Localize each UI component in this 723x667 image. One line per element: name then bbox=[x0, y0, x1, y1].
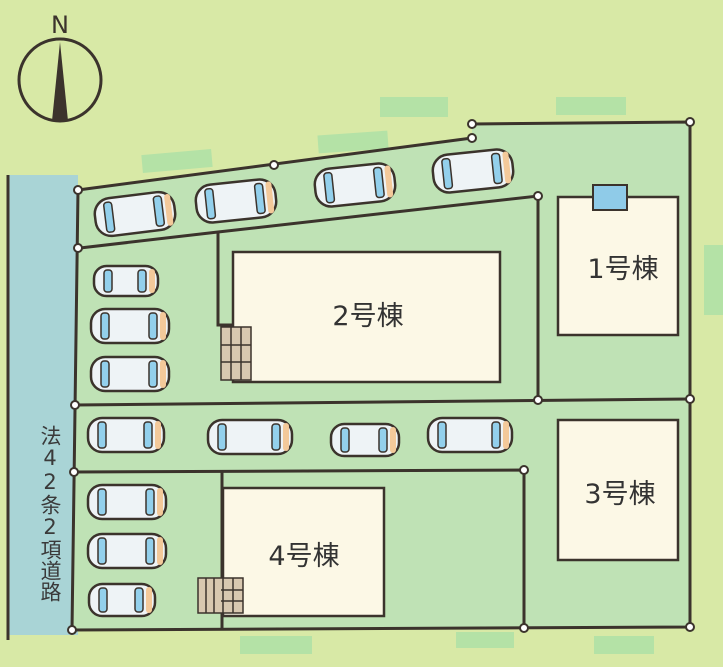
boundary-markers bbox=[67, 117, 695, 635]
compass-icon: N bbox=[17, 11, 103, 123]
car-icon bbox=[87, 582, 157, 618]
building-3 bbox=[556, 418, 680, 562]
car-icon bbox=[426, 416, 514, 454]
car-icon bbox=[86, 483, 168, 521]
road bbox=[8, 175, 78, 635]
car-icon bbox=[329, 422, 401, 458]
water-tank-icon bbox=[592, 184, 628, 211]
car-icon bbox=[86, 416, 166, 454]
car-icon bbox=[89, 355, 171, 393]
deck-4 bbox=[197, 577, 244, 614]
deck-2 bbox=[220, 326, 252, 381]
building-4-label: 4号棟 bbox=[268, 541, 339, 572]
buildings bbox=[221, 195, 680, 618]
car-icon bbox=[86, 532, 168, 570]
car-icon bbox=[313, 162, 397, 208]
car-icon bbox=[431, 148, 515, 194]
building-2-label: 2号棟 bbox=[332, 301, 403, 332]
parking-cars bbox=[86, 148, 515, 618]
building-1-label: 1号棟 bbox=[587, 254, 658, 285]
building-3-label: 3号棟 bbox=[584, 479, 655, 510]
road-label: 法42条2項道路 bbox=[38, 425, 62, 602]
car-icon bbox=[89, 307, 171, 345]
compass-north-label: N bbox=[51, 11, 69, 39]
car-icon bbox=[206, 418, 294, 456]
car-icon bbox=[194, 178, 278, 224]
car-icon bbox=[93, 190, 177, 238]
car-icon bbox=[92, 264, 160, 298]
building-4 bbox=[221, 486, 386, 618]
building-2 bbox=[231, 250, 502, 384]
